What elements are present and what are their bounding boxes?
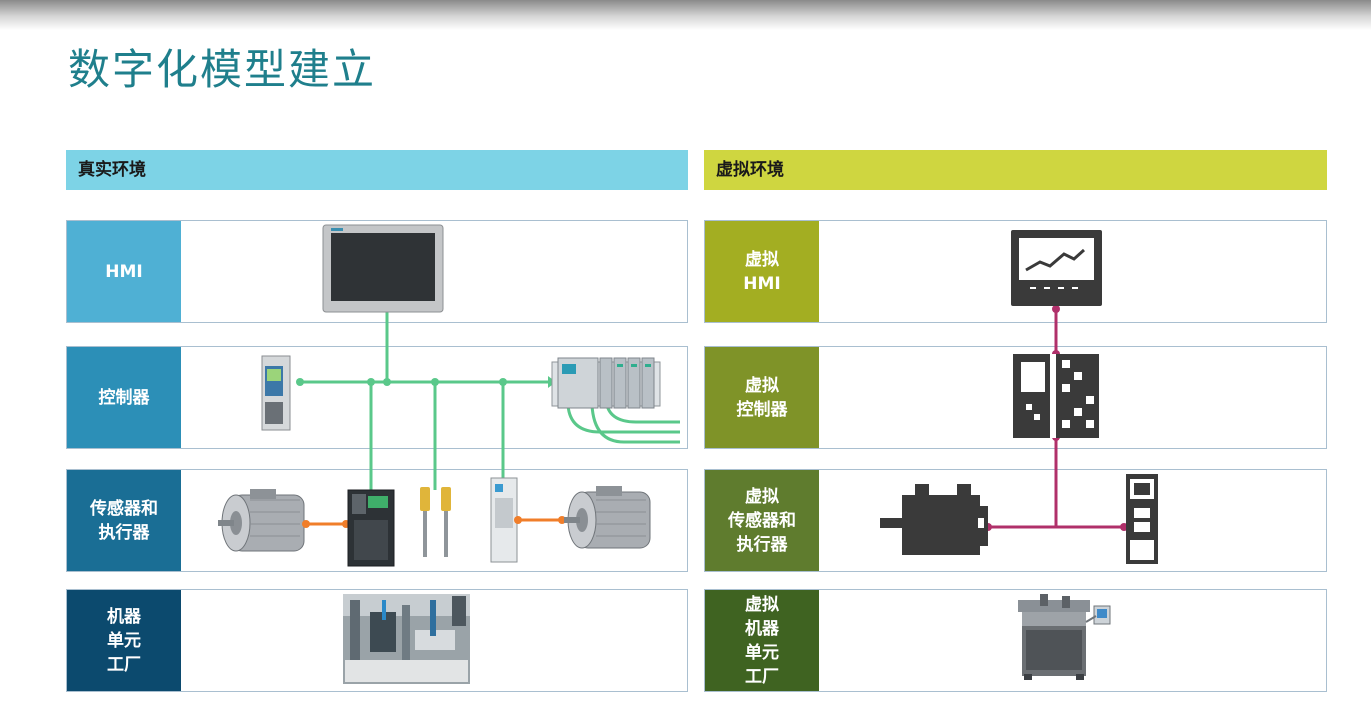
virtual-controller-icon — [1013, 354, 1099, 438]
top-shadow — [0, 0, 1371, 30]
network-nodes — [296, 376, 556, 388]
virtual-row-label-hmi: 虚拟 HMI — [705, 221, 819, 322]
virtual-row-machine: 虚拟 机器 单元 工厂 — [704, 589, 1327, 692]
plc-controller-icon — [261, 355, 291, 431]
electric-motor-icon-2 — [564, 486, 651, 549]
virtual-machine-icon — [1018, 594, 1111, 680]
virtual-environment-header: 虚拟环境 — [704, 150, 1327, 190]
virtual-links — [988, 306, 1124, 529]
real-row-label-machine: 机器 单元 工厂 — [67, 590, 181, 691]
page-title: 数字化模型建立 — [68, 45, 377, 94]
io-rack-icon — [551, 357, 661, 409]
electric-motor-icon — [218, 489, 305, 552]
virtual-row-label-sensors: 虚拟 传感器和 执行器 — [705, 470, 819, 571]
hmi-panel-icon — [322, 224, 444, 313]
servo-motor-icon — [880, 484, 988, 555]
virtual-row-label-controller: 虚拟 控制器 — [705, 347, 819, 448]
real-row-label-sensors: 传感器和 执行器 — [67, 470, 181, 571]
proximity-sensor-icon — [420, 487, 451, 557]
machine-photo-icon — [343, 594, 470, 684]
real-row-label-controller: 控制器 — [67, 347, 181, 448]
drive-inverter-icon-2 — [490, 477, 518, 563]
virtual-row-label-machine: 虚拟 机器 单元 工厂 — [705, 590, 819, 691]
virtual-drive-icon — [1126, 474, 1158, 564]
virtual-hmi-chart-icon — [1011, 230, 1102, 306]
real-environment-header: 真实环境 — [66, 150, 688, 190]
real-row-label-hmi: HMI — [67, 221, 181, 322]
drive-inverter-icon — [347, 489, 395, 567]
virtual-row-sensors: 虚拟 传感器和 执行器 — [704, 469, 1327, 572]
